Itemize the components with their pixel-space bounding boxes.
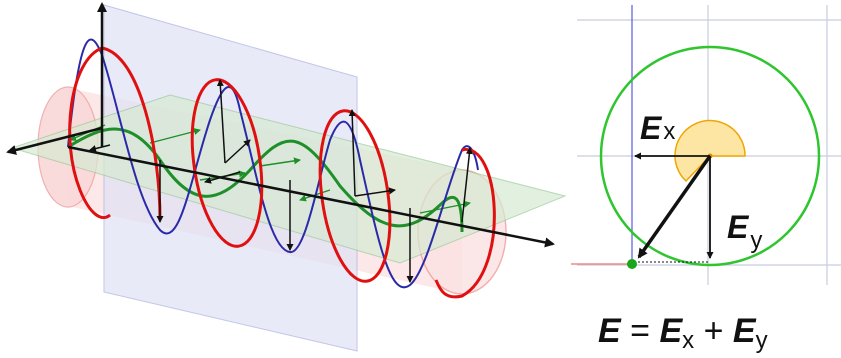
eq-term2-sub: y: [756, 327, 768, 354]
ey-label-sub: y: [750, 227, 762, 254]
ey-label: Ey: [727, 209, 762, 254]
eq-lhs: E: [598, 312, 622, 350]
ex-label-sub: x: [663, 118, 675, 145]
propagation-axis: [67, 145, 555, 248]
angle-indicator: [674, 119, 746, 183]
eq-term1: E: [659, 312, 683, 350]
field-circle: [599, 45, 821, 267]
field-vectors: [89, 79, 473, 283]
e-vector: [637, 154, 712, 259]
horizontal-wave: [67, 127, 464, 233]
eq-term1-sub: x: [682, 327, 694, 354]
circular-polarization-3d: [6, 2, 567, 352]
polarization-end-view: Ex Ey E = Ex + Ey: [571, 5, 841, 356]
helix: [68, 46, 496, 299]
tip-dot: [627, 259, 637, 269]
eq-equals: =: [630, 312, 650, 350]
eq-term2: E: [733, 312, 757, 350]
ex-label-main: E: [640, 110, 663, 146]
horizontal-axis: [6, 126, 103, 155]
eq-plus: +: [704, 312, 724, 350]
equation: E = Ex + Ey: [598, 312, 768, 356]
ey-label-main: E: [727, 209, 750, 245]
ex-label: Ex: [640, 110, 675, 146]
axes: [6, 2, 555, 248]
